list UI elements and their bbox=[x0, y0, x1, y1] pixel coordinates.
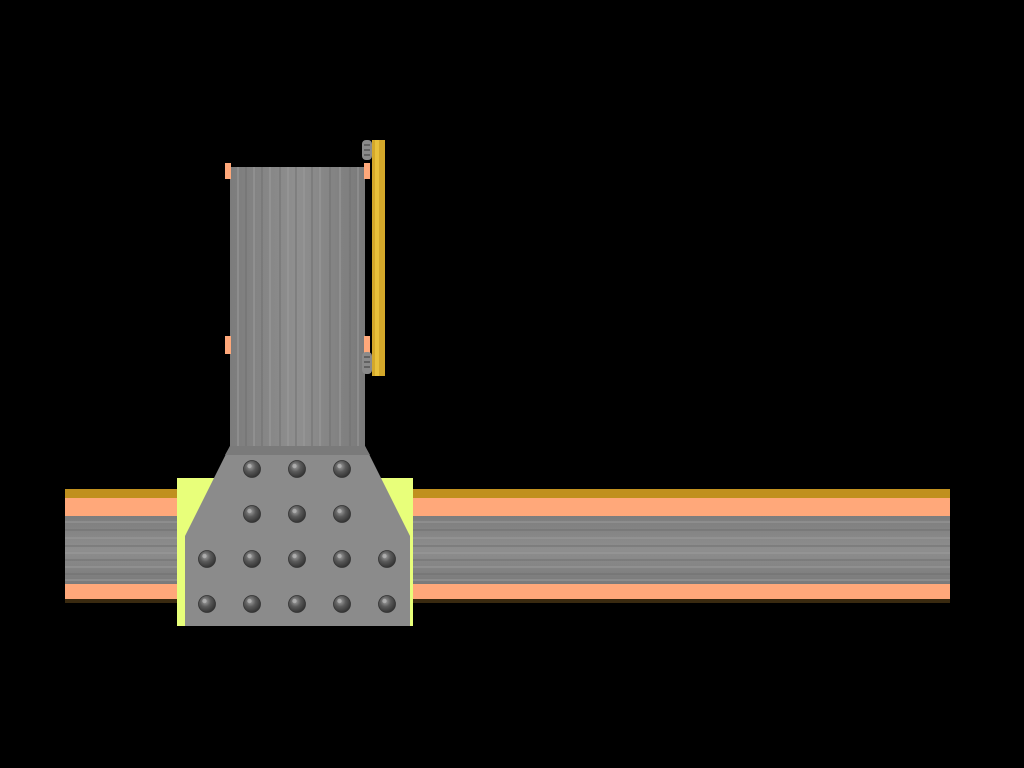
column-body bbox=[230, 167, 365, 467]
beam-bottom-edge bbox=[65, 599, 950, 603]
bolt bbox=[198, 550, 216, 568]
bolt bbox=[333, 460, 351, 478]
gusset-plate-shade bbox=[225, 446, 370, 455]
bolt bbox=[333, 595, 351, 613]
bolt bbox=[378, 595, 396, 613]
column-tip-top-right bbox=[364, 163, 370, 179]
bolt bbox=[243, 505, 261, 523]
bolt bbox=[243, 550, 261, 568]
column-tip-mid-left bbox=[225, 336, 231, 354]
bolt bbox=[333, 550, 351, 568]
bolt bbox=[243, 595, 261, 613]
bolt bbox=[333, 505, 351, 523]
bolt bbox=[378, 550, 396, 568]
beam-top-edge bbox=[65, 489, 950, 498]
side-plate-highlight bbox=[375, 140, 379, 376]
column-tip-top-left bbox=[225, 163, 231, 179]
column bbox=[225, 163, 370, 467]
gusset-plate-body bbox=[185, 446, 410, 626]
bolt bbox=[198, 595, 216, 613]
bolt bbox=[288, 505, 306, 523]
bolt bbox=[243, 460, 261, 478]
gusset-plate bbox=[185, 446, 410, 626]
bolt bbox=[288, 595, 306, 613]
column-grooves bbox=[237, 167, 359, 447]
side-plate bbox=[362, 140, 385, 376]
bolt bbox=[288, 460, 306, 478]
connection-bolts bbox=[198, 460, 396, 613]
side-bolt-top bbox=[362, 140, 372, 160]
bolt bbox=[288, 550, 306, 568]
column-tip-mid-right bbox=[364, 336, 370, 354]
side-bolt-bottom bbox=[362, 352, 372, 374]
